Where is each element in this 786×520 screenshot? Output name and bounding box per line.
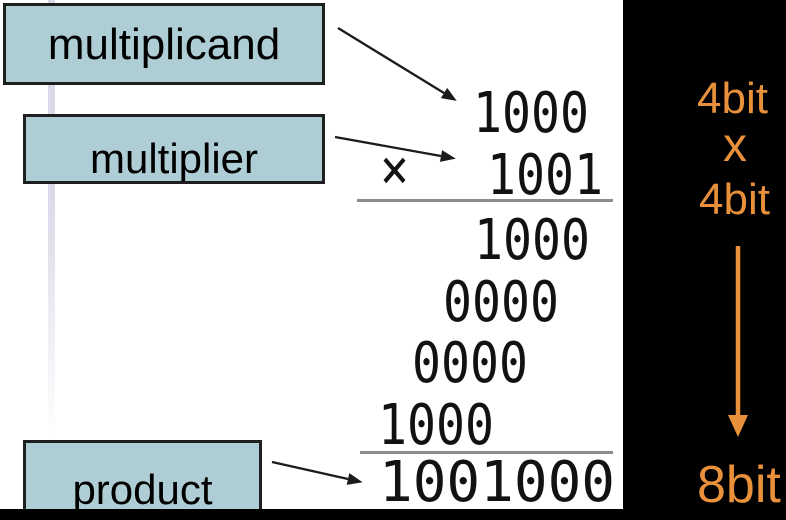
multiplicand-box: multiplicand: [3, 3, 325, 85]
product-box: product: [23, 440, 262, 520]
sum-rule-top: [357, 199, 613, 202]
times-sign: ×: [380, 137, 409, 202]
partial-product-row-4: 1000: [378, 393, 494, 458]
bitwidth-8bit-label: 8bit: [697, 456, 781, 514]
partial-product-row-1: 1000: [474, 208, 590, 273]
product-arrow: [271, 460, 363, 485]
multiplicand-value: 1000: [473, 81, 589, 146]
bitwidth-4bit-bottom-label: 4bit: [699, 175, 770, 224]
bottom-black-bar: [0, 509, 786, 520]
bitwidth-4bit-top-label: 4bit: [697, 74, 768, 123]
multiplier-value: 1001: [487, 143, 603, 208]
partial-product-row-3: 0000: [412, 331, 528, 396]
connector-line: [48, 0, 55, 440]
right-black-panel: [623, 0, 786, 520]
product-label: product: [72, 466, 213, 513]
partial-product-row-2: 0000: [443, 270, 559, 335]
multiplicand-arrow: [337, 27, 457, 101]
sum-rule-bottom: [360, 451, 613, 454]
product-value: 1001000: [379, 450, 616, 515]
multiplier-box: multiplier: [23, 114, 325, 184]
multiplicand-label: multiplicand: [47, 20, 281, 69]
bitwidth-times-label: x: [723, 119, 747, 172]
multiplier-label: multiplier: [89, 135, 259, 182]
